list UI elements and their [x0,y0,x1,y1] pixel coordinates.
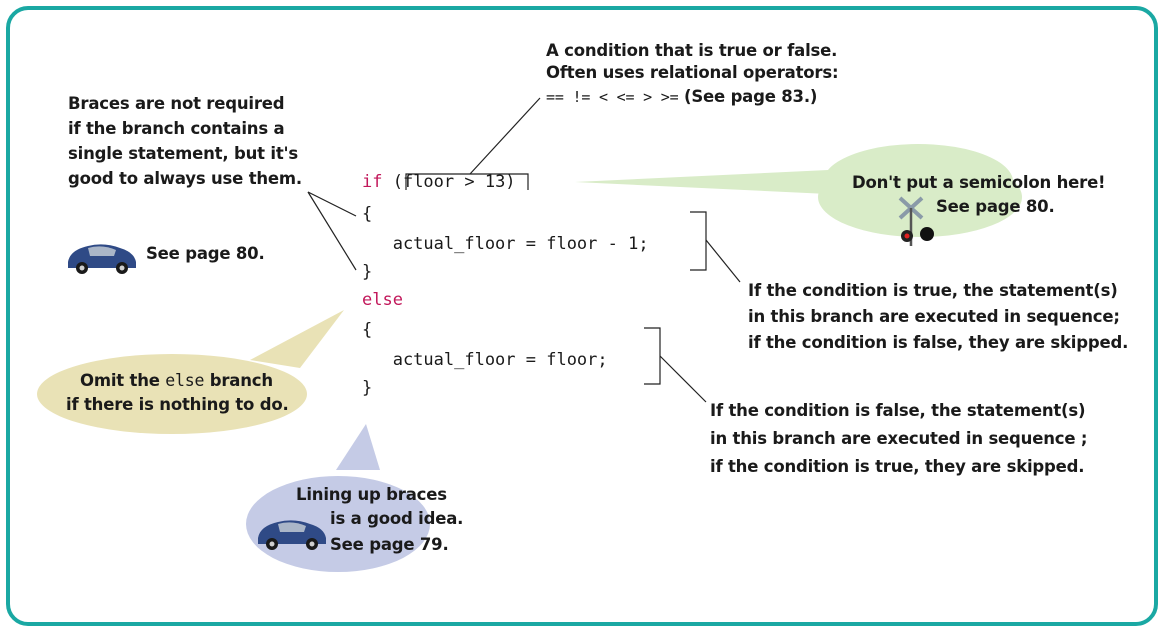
braces-leader-top [307,191,357,217]
lining-up-bubble-tail [336,424,380,470]
true-branch-leader [705,239,741,283]
omit-else-bubble [37,354,307,434]
false-branch-line-2: in this branch are executed in sequence … [710,429,1088,448]
condition-leader [469,97,541,175]
false-branch-bracket [644,327,661,385]
condition-page-ref: (See page 83.) [678,87,818,106]
lining-up-page-ref: See page 79. [330,535,449,554]
condition-note-line-1: A condition that is true or false. [546,41,838,60]
code-close-brace-1: } [362,262,373,282]
omit-else-line-2: if there is nothing to do. [66,395,289,414]
omit-else-bubble-tail [250,310,344,368]
omit-else-pre: Omit the [80,371,166,390]
lining-up-line-2: is a good idea. [330,509,464,528]
braces-note-line-2: if the branch contains a [68,119,285,138]
lining-up-bubble [246,476,430,572]
car-icon [68,244,136,274]
code-true-statement: actual_floor = floor - 1; [362,234,649,254]
omit-else-post: branch [204,371,273,390]
braces-note-line-4: good to always use them. [68,169,302,188]
if-condition: (floor > 13) [382,172,516,192]
railroad-crossing-icon [898,196,934,246]
semicolon-bubble-body [818,157,1022,237]
false-branch-line-3: if the condition is true, they are skipp… [710,457,1085,476]
condition-bracket [405,173,529,190]
diagram-frame [6,6,1158,626]
false-branch-line-1: If the condition is false, the statement… [710,401,1086,420]
true-branch-line-3: if the condition is false, they are skip… [748,333,1129,352]
condition-note-line-3: == != < <= > >= (See page 83.) [546,86,817,108]
braces-leader-bottom [307,191,357,271]
braces-page-ref: See page 80. [146,244,265,263]
condition-note-line-2: Often uses relational operators: [546,63,839,82]
code-open-brace-2: { [362,320,373,340]
true-branch-line-2: in this branch are executed in sequence; [748,307,1120,326]
relational-operators: == != < <= > >= [546,88,679,106]
code-close-brace-2: } [362,378,373,398]
else-keyword: else [362,290,403,310]
true-branch-line-1: If the condition is true, the statement(… [748,281,1118,300]
car-icon [258,520,326,550]
code-false-statement: actual_floor = floor; [362,350,608,370]
omit-else-code: else [165,371,205,390]
code-open-brace-1: { [362,204,373,224]
connector-layer [37,97,1022,572]
semicolon-note-line-1: Don't put a semicolon here! [852,173,1106,192]
braces-note-line-3: single statement, but it's [68,144,298,163]
omit-else-line-1: Omit the else branch [80,370,273,392]
true-branch-bracket [690,211,707,271]
false-branch-leader [659,355,707,403]
braces-note-line-1: Braces are not required [68,94,285,113]
lining-up-line-1: Lining up braces [296,485,447,504]
code-if-line: if (floor > 13) [362,172,516,192]
if-keyword: if [362,172,383,192]
semicolon-page-ref: See page 80. [936,197,1055,216]
